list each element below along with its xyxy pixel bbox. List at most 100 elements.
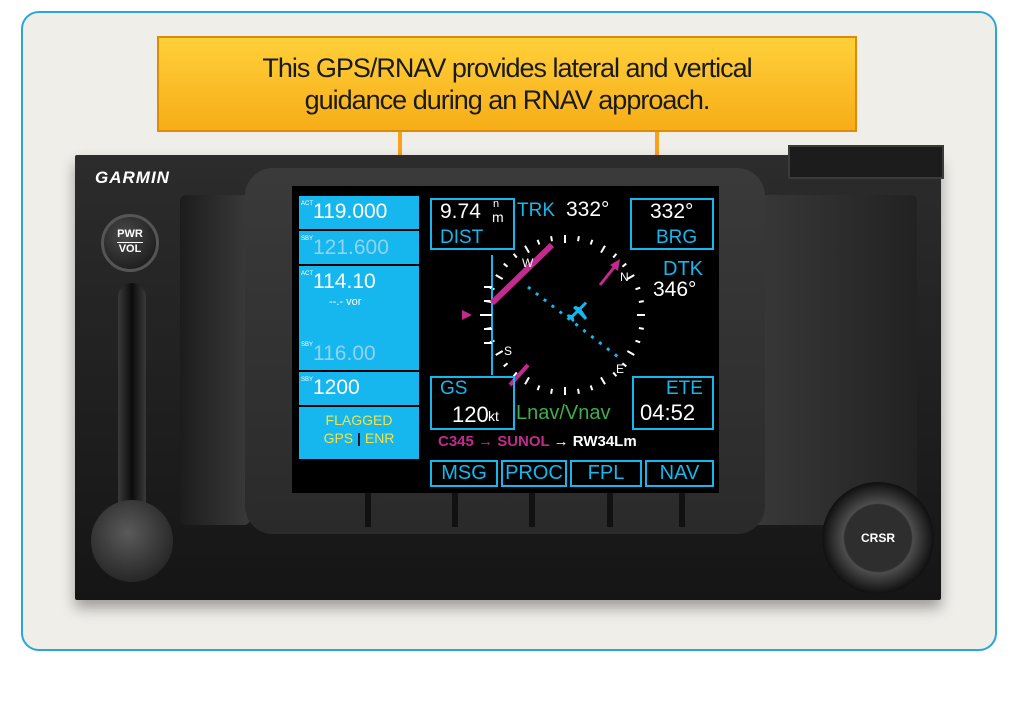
compass-tick [621,362,627,368]
mode-gps: GPS [323,430,354,446]
dist-unit-n: n [493,198,500,210]
pwr-vol-knob[interactable]: PWR VOL [101,214,159,272]
card-slot-flap [788,145,944,179]
gs-unit: kt [488,408,499,424]
pwr-label: PWR [117,228,143,240]
ete-box: ETE 04:52 [632,376,714,430]
callout-box: This GPS/RNAV provides lateral and verti… [157,36,857,132]
course-line [489,242,555,306]
trk-value: 332° [566,198,610,221]
crsr-knob[interactable]: CRSR [822,482,934,594]
nav-sby-label: SBY [301,342,314,348]
volume-slider-knob[interactable] [91,500,173,582]
compass-tick [495,274,504,280]
brg-label: BRG [656,227,698,248]
compass-w: W [522,256,534,270]
dtk-value: 346° [653,278,697,301]
compass-tick [524,376,530,385]
track-line [527,285,623,362]
compass-tick [577,388,580,394]
dtk-label: DTK [663,258,703,280]
compass-tick [524,245,530,254]
compass-tick [635,286,641,291]
compass-tick [495,350,504,356]
dist-value: 9.74 [440,200,481,223]
softkey-4[interactable] [607,493,613,527]
route-arrow-1: → [478,433,494,450]
softkey-5[interactable] [679,493,685,527]
tab-fpl[interactable]: FPL [570,460,642,487]
dist-box: 9.74 n m DIST [430,198,515,250]
route-wp3: RW34Lm [572,433,637,450]
tab-nav[interactable]: NAV [645,460,714,487]
compass-n: N [620,270,629,284]
gs-value: 120 [452,402,489,427]
compass-tick [635,339,641,344]
approach-mode: Lnav/Vnav [516,402,611,424]
compass-tick [550,236,553,242]
divider [299,370,419,372]
compass-tick [512,371,518,377]
bearing-pointer [598,264,618,286]
softkey-2[interactable] [452,493,458,527]
left-bezel-panel [180,195,250,525]
compass-s: S [504,344,512,358]
compass-tick [600,245,606,254]
compass-tick [512,253,518,259]
frequency-panel: ACT 119.000 SBY 121.600 ACT 114.10 --.- … [299,196,419,459]
com-standby-freq[interactable]: 121.600 [313,236,389,259]
compass-tick [589,239,594,245]
right-bezel-panel [742,195,917,525]
route-arrow-2: → [553,433,569,450]
gs-label: GS [440,378,468,399]
divider [299,264,419,266]
glideslope-marker [462,310,472,320]
nav-standby-freq[interactable]: 116.00 [313,342,376,365]
com-active-freq[interactable]: 119.000 [313,200,388,223]
softkey-row [297,493,717,528]
flagged-status: FLAGGED [325,412,393,428]
brg-box: 332° BRG [630,198,714,250]
nav-act-label: ACT [301,271,313,277]
softkey-3[interactable] [529,493,535,527]
divider [299,229,419,231]
callout-line-2: guidance during an RNAV approach. [304,85,711,115]
com-sby-label: SBY [301,236,314,242]
brand-logo: GARMIN [95,168,170,187]
compass-tick [612,371,618,377]
aircraft-icon [566,301,588,323]
vol-label: VOL [117,242,143,255]
mode-separator: | [357,430,361,446]
gs-box: GS 120 kt [430,376,515,430]
compass-tick [626,274,635,280]
volume-slider-track [118,283,146,543]
softkey-1[interactable] [365,493,371,527]
compass-tick [621,262,627,268]
compass-tick [536,385,541,391]
tab-proc[interactable]: PROC [501,460,567,487]
transponder-code[interactable]: 1200 [313,376,360,399]
compass-tick [503,362,509,368]
trk-label: TRK [517,200,555,221]
dist-unit-m: m [492,209,504,225]
compass-tick [503,262,509,268]
divider [299,405,419,407]
dist-label: DIST [440,227,484,248]
nav-active-freq[interactable]: 114.10 [313,270,376,293]
callout-line-1: This GPS/RNAV provides lateral and verti… [262,53,752,83]
compass-e: E [616,362,624,376]
compass-tick [600,376,606,385]
compass-tick [536,239,541,245]
compass-tick [638,300,644,303]
flight-plan-route: C345 → SUNOL → RW34Lm [438,433,637,450]
tab-msg[interactable]: MSG [430,460,498,487]
crsr-label: CRSR [860,531,895,545]
compass-tick [577,236,580,242]
compass-tick [612,253,618,259]
mode-enr: ENR [364,430,395,446]
nav-ident: --.- vor [329,296,362,308]
route-wp1: C345 [438,433,474,450]
ete-label: ETE [666,378,703,399]
brg-value: 332° [650,200,694,223]
compass-tick [589,385,594,391]
